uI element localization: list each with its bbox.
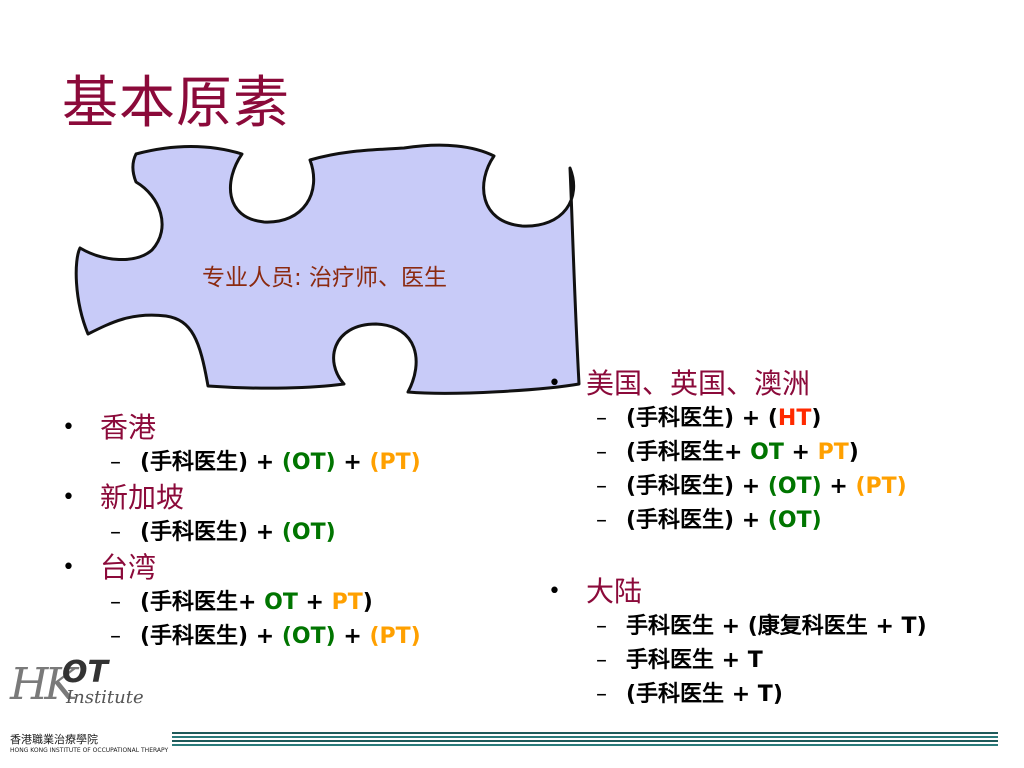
- logo-chinese-name: 香港職業治療學院: [10, 733, 98, 746]
- team-composition-line: –手科医生 + (康复科医生 + T): [596, 610, 927, 644]
- team-composition-line: –(手科医生) + (HT): [596, 402, 927, 436]
- region-item: • 美国、英国、澳洲: [548, 366, 927, 402]
- dash-icon: –: [596, 614, 607, 639]
- composition-segment: +: [821, 474, 856, 499]
- right-region-list: •美国、英国、澳洲–(手科医生) + (HT)–(手科医生+ OT + PT)–…: [548, 366, 927, 712]
- team-composition-line: –(手科医生+ OT + PT): [110, 586, 421, 620]
- composition-segment: (PT): [855, 474, 907, 499]
- team-composition-line: –(手科医生) + (OT): [596, 504, 927, 538]
- composition-segment: OT: [750, 440, 784, 465]
- dash-icon: –: [596, 406, 607, 431]
- composition-segment: ): [811, 406, 822, 431]
- puzzle-piece-graphic: [74, 143, 581, 395]
- composition-segment: +: [783, 440, 818, 465]
- region-name: 台湾: [100, 551, 157, 584]
- logo-institute-text: Institute: [66, 687, 144, 708]
- composition-segment: (手科医生+: [626, 440, 751, 465]
- logo-ot-text: OT: [62, 655, 108, 690]
- composition-segment: (手科医生+: [140, 590, 265, 615]
- team-composition-line: –(手科医生) + (OT): [110, 516, 421, 550]
- region-item: • 香港: [62, 410, 421, 446]
- logo-english-name: HONG KONG INSTITUTE OF OCCUPATIONAL THER…: [10, 747, 169, 754]
- bullet-icon: •: [62, 485, 75, 510]
- puzzle-piece-shape: [74, 143, 581, 395]
- composition-segment: (手科医生) +: [140, 450, 282, 475]
- region-name: 美国、英国、澳洲: [586, 367, 811, 400]
- dash-icon: –: [596, 648, 607, 673]
- region-item: • 大陆: [548, 574, 927, 610]
- team-composition-line: –(手科医生+ OT + PT): [596, 436, 927, 470]
- region-name: 香港: [100, 411, 157, 444]
- composition-segment: +: [297, 590, 332, 615]
- footer-divider-lines: [172, 732, 998, 746]
- composition-segment: ): [362, 590, 373, 615]
- composition-segment: (手科医生) +: [626, 474, 768, 499]
- section-gap: [548, 538, 927, 574]
- left-region-list: •香港–(手科医生) + (OT) + (PT)•新加坡–(手科医生) + (O…: [62, 410, 421, 654]
- composition-segment: (手科医生) +: [140, 520, 282, 545]
- composition-segment: (手科医生) +: [626, 508, 768, 533]
- region-item: • 台湾: [62, 550, 421, 586]
- composition-segment: ): [848, 440, 859, 465]
- bullet-icon: •: [548, 371, 561, 396]
- dash-icon: –: [596, 440, 607, 465]
- composition-segment: HT: [777, 406, 812, 431]
- composition-segment: (手科医生) + (: [626, 406, 778, 431]
- region-name: 新加坡: [100, 481, 185, 514]
- composition-segment: (PT): [369, 624, 421, 649]
- composition-segment: (OT): [281, 450, 336, 475]
- composition-segment: (手科医生 + T): [626, 682, 783, 707]
- team-composition-line: –(手科医生 + T): [596, 678, 927, 712]
- composition-segment: +: [335, 450, 370, 475]
- team-composition-line: –(手科医生) + (OT) + (PT): [110, 620, 421, 654]
- bullet-icon: •: [62, 555, 75, 580]
- dash-icon: –: [110, 520, 121, 545]
- composition-segment: (OT): [767, 508, 822, 533]
- team-composition-line: –(手科医生) + (OT) + (PT): [110, 446, 421, 480]
- composition-segment: (PT): [369, 450, 421, 475]
- team-composition-line: –手科医生 + T: [596, 644, 927, 678]
- bullet-icon: •: [62, 415, 75, 440]
- composition-segment: (OT): [767, 474, 822, 499]
- composition-segment: (OT): [281, 624, 336, 649]
- dash-icon: –: [110, 624, 121, 649]
- region-item: • 新加坡: [62, 480, 421, 516]
- composition-segment: 手科医生 + (康复科医生 + T): [626, 614, 927, 639]
- dash-icon: –: [596, 682, 607, 707]
- composition-segment: (手科医生) +: [140, 624, 282, 649]
- dash-icon: –: [596, 508, 607, 533]
- team-composition-line: –(手科医生) + (OT) + (PT): [596, 470, 927, 504]
- composition-segment: 手科医生 + T: [626, 648, 763, 673]
- institute-logo: HK OT Institute 香港職業治療學院 HONG KONG INSTI…: [8, 655, 168, 755]
- bullet-icon: •: [548, 579, 561, 604]
- dash-icon: –: [596, 474, 607, 499]
- composition-segment: OT: [264, 590, 298, 615]
- composition-segment: (OT): [281, 520, 336, 545]
- dash-icon: –: [110, 450, 121, 475]
- composition-segment: PT: [331, 590, 363, 615]
- puzzle-label: 专业人员: 治疗师、医生: [202, 265, 448, 291]
- composition-segment: PT: [817, 440, 849, 465]
- region-name: 大陆: [586, 575, 643, 608]
- composition-segment: +: [335, 624, 370, 649]
- logo-mark: HK: [10, 659, 77, 710]
- dash-icon: –: [110, 590, 121, 615]
- slide-title: 基本原素: [62, 71, 290, 136]
